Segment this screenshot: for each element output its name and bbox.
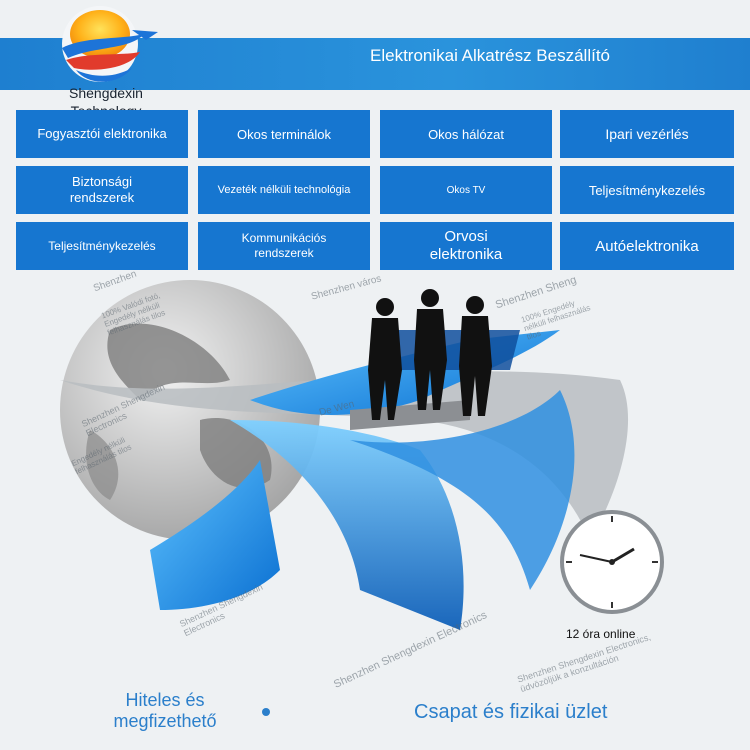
businessmen-silhouettes xyxy=(368,289,492,420)
category-communication-systems[interactable]: Kommunikációs rendszerek xyxy=(198,222,370,270)
blue-ribbon xyxy=(150,460,280,610)
category-power-management[interactable]: Teljesítménykezelés xyxy=(560,166,734,214)
category-industrial-control[interactable]: Ipari vezérlés xyxy=(560,110,734,158)
category-grid: Fogyasztói elektronika Okos terminálok O… xyxy=(16,110,734,270)
category-automotive-electronics[interactable]: Autóelektronika xyxy=(560,222,734,270)
category-smart-tv[interactable]: Okos TV xyxy=(380,166,552,214)
category-smart-terminals[interactable]: Okos terminálok xyxy=(198,110,370,158)
business-illustration xyxy=(60,280,664,630)
team-store-tagline: Csapat és fizikai üzlet xyxy=(414,701,608,723)
tagline-line1: Hiteles és xyxy=(125,690,205,710)
online-hours-caption: 12 óra online xyxy=(566,627,636,641)
sun-wave-logo-icon xyxy=(62,6,158,82)
category-medical-electronics[interactable]: Orvosi elektronika xyxy=(380,222,552,270)
category-wireless-technology[interactable]: Vezeték nélküli technológia xyxy=(198,166,370,214)
authentic-affordable-tagline: Hiteles és megfizethető xyxy=(100,690,230,732)
clock-icon xyxy=(560,510,664,614)
separator-dot xyxy=(262,708,270,716)
category-smart-grid[interactable]: Okos hálózat xyxy=(380,110,552,158)
grey-swoosh xyxy=(60,371,629,540)
page-title: Elektronikai Alkatrész Beszállító xyxy=(370,46,610,65)
blue-ribbon xyxy=(230,420,464,630)
category-security-systems[interactable]: Biztonsági rendszerek xyxy=(16,166,188,214)
tagline-line2: megfizethető xyxy=(113,711,217,731)
logo xyxy=(40,0,180,118)
brand-name-line1: Shengdexin xyxy=(69,85,143,101)
category-consumer-electronics[interactable]: Fogyasztói elektronika xyxy=(16,110,188,158)
category-power-management-2[interactable]: Teljesítménykezelés xyxy=(16,222,188,270)
blue-ribbon xyxy=(350,390,575,590)
